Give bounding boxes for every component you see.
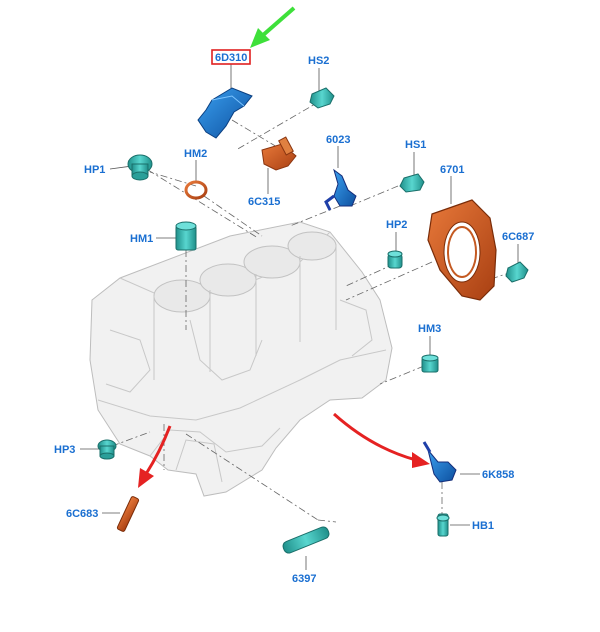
- red-arrow-right: [333, 412, 430, 468]
- oring-hm2-part: [184, 180, 208, 200]
- label-6c687: 6C687: [502, 231, 534, 243]
- label-hb1: HB1: [472, 520, 494, 532]
- dowel-hm3-part: [421, 354, 439, 373]
- plug-hp3-part: [97, 439, 117, 460]
- label-hs1: HS1: [405, 139, 426, 151]
- label-6k858: 6K858: [482, 469, 514, 481]
- label-hp2: HP2: [386, 219, 407, 231]
- label-hm3: HM3: [418, 323, 441, 335]
- label-6023: 6023: [326, 134, 350, 146]
- cylinder-bores: [153, 231, 337, 380]
- engine-block-skirt: [97, 349, 387, 421]
- engine-block: [89, 221, 393, 497]
- seal-plate-6701-part: [427, 199, 497, 301]
- label-6397: 6397: [292, 573, 316, 585]
- assembly-lines: [111, 99, 513, 523]
- bolt-hs2-part: [309, 87, 335, 109]
- bracket-6023-part: [324, 168, 357, 211]
- sensor-6c315-part: [261, 136, 297, 171]
- stud-6c683-part: [116, 496, 140, 532]
- label-hp1: HP1: [84, 164, 105, 176]
- bolt-hb1-part: [436, 513, 450, 537]
- dowel-hm1-part: [175, 221, 197, 251]
- label-6d310-highlight-box: [211, 49, 251, 65]
- red-arrow-left: [138, 425, 172, 488]
- label-hp3: HP3: [54, 444, 75, 456]
- shield-6d310-part: [197, 87, 253, 139]
- label-6c315: 6C315: [248, 196, 280, 208]
- plug-hp2-part: [387, 250, 403, 269]
- plug-hp1-part: [127, 154, 153, 181]
- bolt-hs1-part: [399, 173, 425, 193]
- label-6701: 6701: [440, 164, 464, 176]
- bolt-6c687-part: [505, 261, 529, 283]
- green-arrow: [250, 6, 296, 48]
- oil-jet-6k858-part: [422, 441, 457, 483]
- leader-lines: [80, 64, 519, 570]
- label-hm2: HM2: [184, 148, 207, 160]
- label-hs2: HS2: [308, 55, 329, 67]
- label-hm1: HM1: [130, 233, 153, 245]
- label-6c683: 6C683: [66, 508, 98, 520]
- label-6d310: 6D310: [215, 52, 247, 64]
- tube-6397-part: [282, 526, 330, 554]
